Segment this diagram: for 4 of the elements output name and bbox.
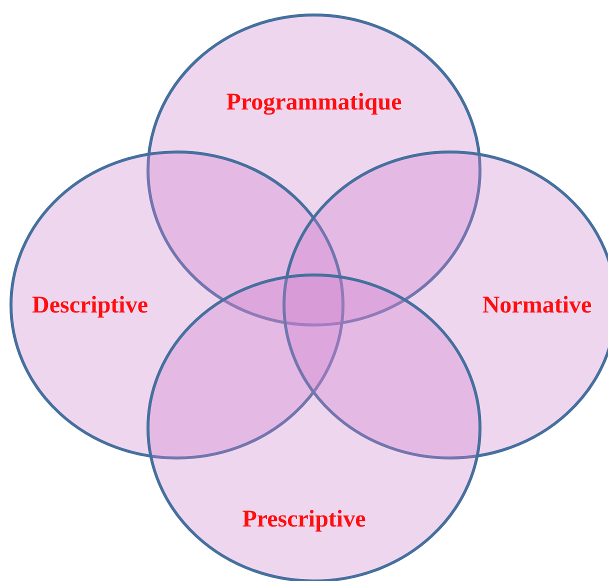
set-label: Prescriptive xyxy=(242,506,366,534)
set-label: Programmatique xyxy=(226,90,402,116)
set-label: Descriptive xyxy=(32,292,148,320)
set-label: Normative xyxy=(482,292,592,320)
